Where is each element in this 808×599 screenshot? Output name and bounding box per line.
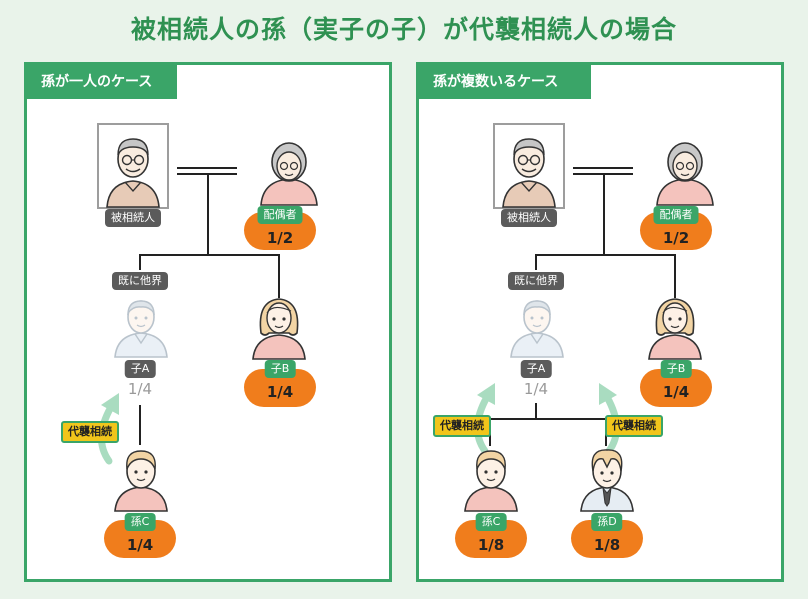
- family-trunk-line: [207, 173, 209, 255]
- childA-label: 子A: [520, 360, 552, 378]
- children-branch-line: [139, 254, 280, 256]
- elderly-man-icon: [106, 138, 160, 208]
- decedent-label: 被相続人: [501, 209, 557, 227]
- childB-share: 1/4: [266, 383, 294, 401]
- page-title: 被相続人の孫（実子の子）が代襲相続人の場合: [130, 15, 677, 44]
- spouse-label: 配偶者: [653, 206, 699, 224]
- grandchildD-share: 1/8: [593, 536, 621, 554]
- panel-header: 孫が一人のケース: [27, 65, 177, 99]
- succession-label-right: 代襲相続: [605, 415, 663, 437]
- spouse-share: 1/2: [662, 229, 690, 247]
- childA-label: 子A: [124, 360, 156, 378]
- succession-label-left: 代襲相続: [433, 415, 491, 437]
- elderly-woman-icon: [656, 142, 714, 206]
- childA-share: 1/4: [523, 380, 549, 398]
- deceased-note: 既に他界: [112, 272, 168, 290]
- decedent-label: 被相続人: [105, 209, 161, 227]
- children-branch-line: [535, 254, 676, 256]
- grandchildren-branch-line: [489, 418, 607, 420]
- grandchildC-label: 孫C: [475, 513, 507, 531]
- young-man-icon: [464, 450, 518, 512]
- decedent-portrait-frame: [493, 123, 565, 209]
- childA-drop-line: [139, 254, 141, 270]
- panel-header: 孫が複数いるケース: [419, 65, 591, 99]
- grandchildD-label: 孫D: [591, 513, 623, 531]
- panel-multiple-grandchildren: 孫が複数いるケース 被相続人 配偶者 1/2 既に他界: [416, 62, 784, 582]
- childB-share: 1/4: [662, 383, 690, 401]
- panel-single-grandchild: 孫が一人のケース 被相続人 配偶者 1/2 既に他界: [24, 62, 392, 582]
- young-woman-icon: [252, 298, 306, 360]
- decedent-portrait-frame: [97, 123, 169, 209]
- spouse-share: 1/2: [266, 229, 294, 247]
- marriage-line-top: [177, 167, 237, 169]
- deceased-child-icon: [510, 300, 564, 358]
- grandchildC-label: 孫C: [124, 513, 156, 531]
- grandchildren-trunk-line: [535, 403, 537, 419]
- childA-share: 1/4: [127, 380, 153, 398]
- elderly-man-icon: [502, 138, 556, 208]
- childB-label: 子B: [264, 360, 296, 378]
- grandchild-drop-line: [139, 405, 141, 445]
- young-man-icon: [114, 450, 168, 512]
- succession-label: 代襲相続: [61, 421, 119, 443]
- spouse-label: 配偶者: [257, 206, 303, 224]
- deceased-note: 既に他界: [508, 272, 564, 290]
- marriage-line-top: [573, 167, 633, 169]
- family-trunk-line: [603, 173, 605, 255]
- childA-drop-line: [535, 254, 537, 270]
- grandchildC-share: 1/8: [477, 536, 505, 554]
- young-man-with-tie-icon: [580, 449, 634, 512]
- childB-drop-line: [674, 254, 676, 298]
- childB-label: 子B: [660, 360, 692, 378]
- childB-drop-line: [278, 254, 280, 298]
- young-woman-icon: [648, 298, 702, 360]
- elderly-woman-icon: [260, 142, 318, 206]
- grandchildC-share: 1/4: [126, 536, 154, 554]
- deceased-child-icon: [114, 300, 168, 358]
